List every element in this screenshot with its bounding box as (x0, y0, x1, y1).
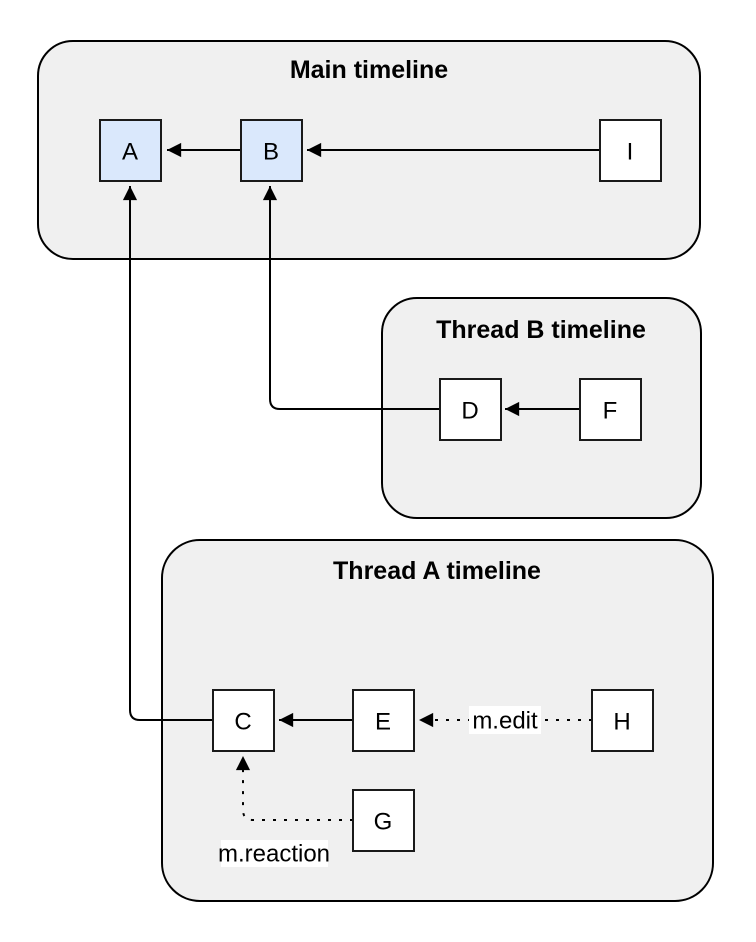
node-a-label: A (122, 139, 138, 166)
main-timeline-title: Main timeline (290, 56, 448, 84)
node-a: A (99, 119, 162, 182)
node-d-label: D (461, 398, 478, 425)
node-g: G (352, 789, 415, 852)
node-b-label: B (263, 139, 279, 166)
node-e-label: E (375, 709, 391, 736)
node-c: C (212, 689, 275, 752)
edge-d-to-b (262, 186, 440, 410)
node-g-label: G (374, 809, 393, 836)
edge-label-m-reaction: m.reaction (218, 840, 330, 868)
node-i-label: I (627, 139, 634, 166)
edge-g-to-c-m-reaction (235, 756, 353, 821)
node-c-label: C (234, 709, 251, 736)
node-f-label: F (603, 398, 618, 425)
edge-label-m-edit: m.edit (469, 706, 541, 735)
thread-a-timeline-title: Thread A timeline (333, 557, 541, 585)
thread-b-timeline-title: Thread B timeline (436, 316, 646, 344)
m-edit-label-text: m.edit (472, 708, 538, 735)
node-h-label: H (613, 709, 630, 736)
m-reaction-label-text: m.reaction (218, 841, 330, 868)
edge-c-to-a (122, 186, 213, 721)
node-e: E (352, 689, 415, 752)
node-b: B (240, 119, 303, 182)
node-f: F (579, 378, 642, 441)
node-d: D (439, 378, 502, 441)
node-i: I (599, 119, 662, 182)
node-h: H (591, 689, 654, 752)
